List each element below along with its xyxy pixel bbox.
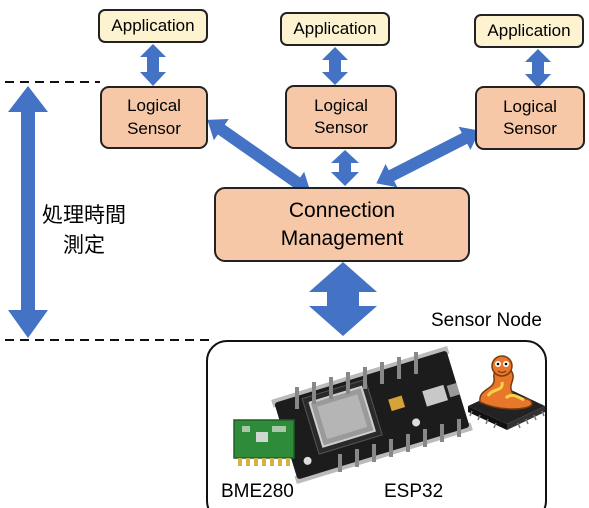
logical-sensor-label-1: Logical Sensor (127, 96, 181, 138)
logical-sensor-box-3: Logical Sensor (475, 86, 585, 150)
application-label-3: Application (487, 21, 571, 40)
measurement-label: 処理時間 測定 (42, 203, 126, 258)
sensor-conn-arrow-3 (376, 126, 480, 188)
sensor-conn-arrow-1 (207, 118, 311, 194)
bme280-board-image (233, 419, 295, 466)
app-sensor-arrow-3 (525, 49, 551, 88)
logical-sensor-box-2: Logical Sensor (285, 85, 397, 149)
app-sensor-arrow-1 (140, 44, 166, 86)
esp32-board-image (271, 346, 473, 484)
sensor-node-title: Sensor Node (431, 310, 542, 331)
application-box-1: Application (98, 9, 208, 43)
measurement-arrow (8, 86, 48, 338)
app-sensor-arrow-2 (322, 47, 348, 85)
logical-sensor-label-3: Logical Sensor (503, 96, 557, 138)
conn-node-arrow (309, 262, 377, 336)
connection-management-label: Connection Management (280, 199, 404, 250)
connection-management-box: Connection Management (214, 187, 470, 262)
application-label-2: Application (293, 19, 377, 38)
sensor-conn-arrow-2 (331, 150, 359, 186)
application-label-1: Application (111, 16, 195, 35)
logical-sensor-box-1: Logical Sensor (100, 86, 208, 149)
micropython-logo-image (468, 355, 545, 430)
application-box-2: Application (280, 12, 390, 46)
application-box-3: Application (474, 14, 584, 48)
esp32-label: ESP32 (384, 481, 444, 502)
logical-sensor-label-2: Logical Sensor (314, 95, 368, 137)
bme280-label: BME280 (221, 481, 294, 502)
